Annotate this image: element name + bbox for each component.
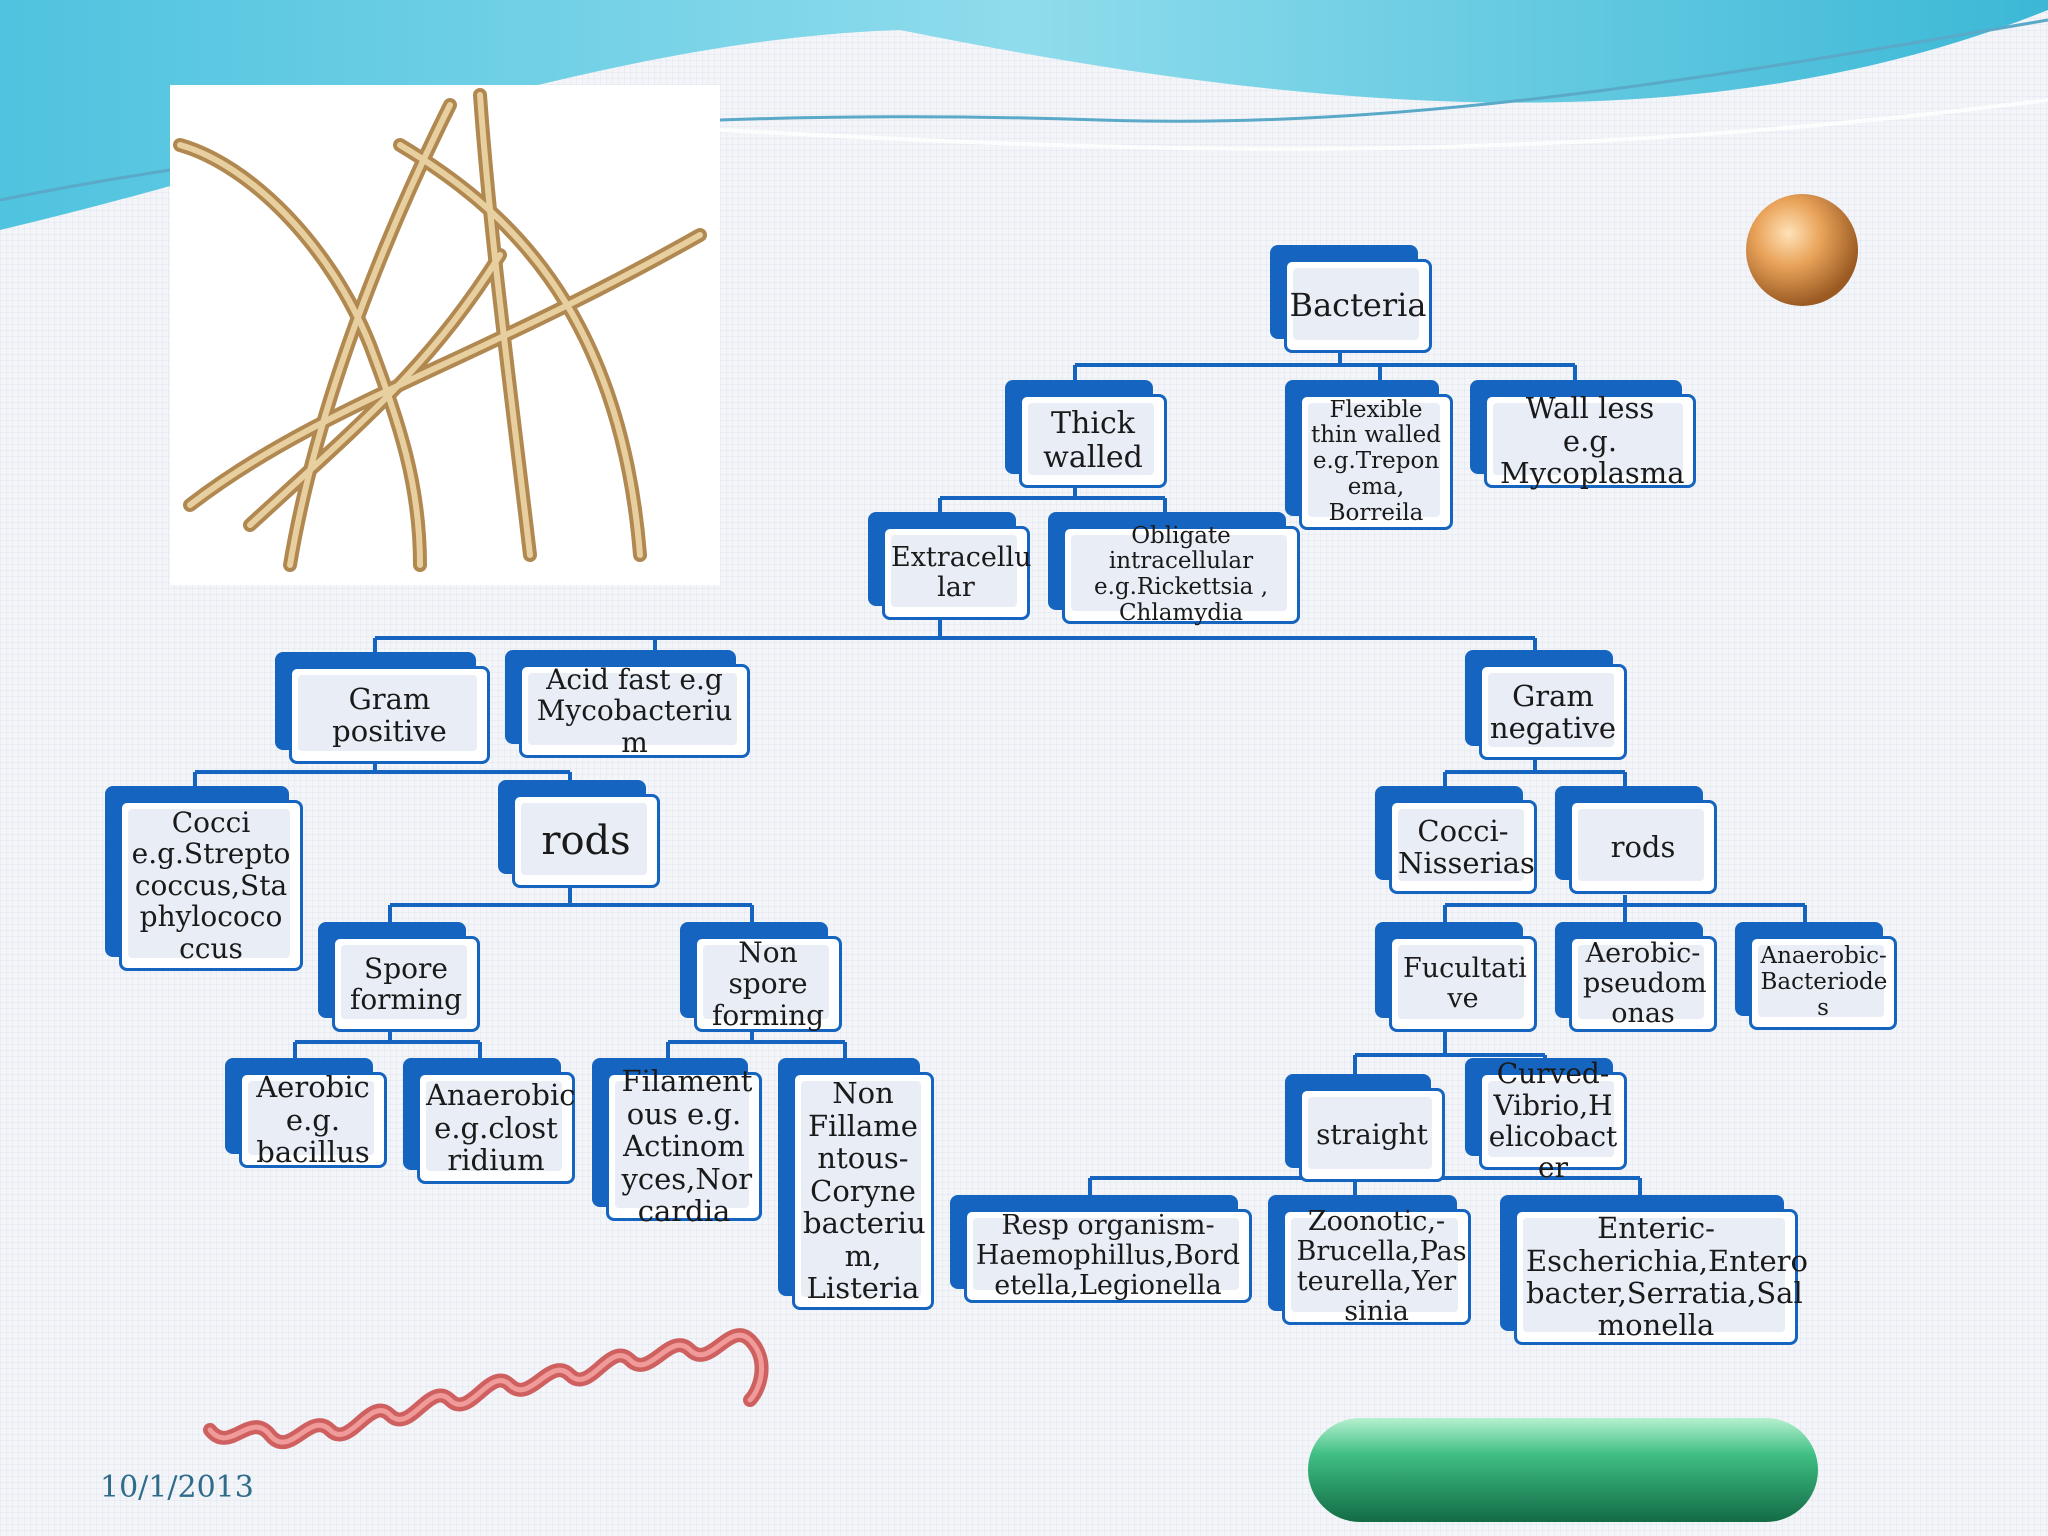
node-facultative: Fucultati ve <box>1375 922 1537 1032</box>
node-gram-negative-label: Gram negative <box>1489 678 1617 745</box>
node-bacteria-label: Bacteria <box>1289 286 1427 325</box>
node-aerobic-pseudomonas: Aerobic- pseudom onas <box>1555 922 1717 1032</box>
node-obligate-intracellular: Obligate intracellular e.g.Rickettsia , … <box>1048 512 1300 626</box>
node-zoonotic-label: Zoonotic,- Brucella,Pas teurella,Yer sin… <box>1296 1205 1467 1328</box>
node-gram-negative: Gram negative <box>1465 650 1627 760</box>
node-anaerobic-clostridium-label: Anaerobic e.g.clost ridium <box>426 1078 576 1178</box>
node-non-spore-forming-label: Non spore forming <box>711 935 825 1032</box>
node-straight-label: straight <box>1316 1118 1428 1152</box>
node-gp-rods-label: rods <box>541 817 631 864</box>
slide-date: 10/1/2013 <box>100 1470 254 1505</box>
node-gram-positive-label: Gram positive <box>332 681 447 748</box>
node-enteric: Enteric- Escherichia,Entero bacter,Serra… <box>1500 1195 1808 1345</box>
node-flexible-thin-walled: Flexible thin walled e.g.Trepon ema, Bor… <box>1285 380 1453 530</box>
node-gp-cocci-label: Cocci e.g.Strepto coccus,Sta phylococo c… <box>131 806 291 965</box>
node-resp-organism: Resp organism- Haemophillus,Bord etella,… <box>950 1195 1252 1303</box>
node-aerobic-bacillus: Aerobic e.g. bacillus <box>225 1058 387 1170</box>
node-spore-forming: Spore forming <box>318 922 480 1032</box>
node-spore-forming-label: Spore forming <box>349 951 463 1016</box>
node-zoonotic: Zoonotic,- Brucella,Pas teurella,Yer sin… <box>1268 1195 1471 1328</box>
node-bacteria: Bacteria <box>1270 245 1432 353</box>
coccus-sphere-image <box>1730 180 1870 320</box>
node-aerobic-bacillus-label: Aerobic e.g. bacillus <box>256 1070 370 1170</box>
node-gp-rods: rods <box>498 780 660 888</box>
node-acid-fast-label: Acid fast e.g Mycobacteriu m <box>536 662 733 759</box>
node-gn-rods: rods <box>1555 786 1717 894</box>
node-acid-fast: Acid fast e.g Mycobacteriu m <box>505 650 750 758</box>
rod-bacterium-image <box>1300 1410 1830 1530</box>
node-gn-cocci: Cocci- Nisserias <box>1375 786 1537 894</box>
node-extracellular: Extracellu lar <box>868 512 1032 620</box>
node-anaerobic-clostridium: Anaerobic e.g.clost ridium <box>403 1058 575 1184</box>
node-curved: Curved- Vibrio,H elicobact er <box>1465 1058 1627 1184</box>
node-wall-less: Wall less e.g. Mycoplasma <box>1470 380 1696 491</box>
node-thick-walled: Thick walled <box>1005 380 1167 488</box>
filamentous-bacteria-image <box>170 85 720 585</box>
node-aerobic-pseudomonas-label: Aerobic- pseudom onas <box>1583 937 1707 1030</box>
node-anaerobic-bacteroides-label: Anaerobic- Bacteriode s <box>1760 943 1888 1021</box>
node-non-spore-forming: Non spore forming <box>680 922 842 1032</box>
node-thick-walled-label: Thick walled <box>1043 406 1143 475</box>
node-filamentous-label: Filament ous e.g. Actinom yces,Nor cardi… <box>621 1064 753 1229</box>
node-anaerobic-bacteroides: Anaerobic- Bacteriode s <box>1735 922 1897 1030</box>
node-filamentous: Filament ous e.g. Actinom yces,Nor cardi… <box>592 1058 762 1227</box>
node-flexible-label: Flexible thin walled e.g.Trepon ema, Bor… <box>1311 396 1441 526</box>
node-resp-organism-label: Resp organism- Haemophillus,Bord etella,… <box>975 1209 1241 1302</box>
node-extracellular-label: Extracellu lar <box>891 541 1032 603</box>
node-non-filamentous-label: Non Fillame ntous- Coryne bacteriu m, Li… <box>803 1076 926 1306</box>
node-straight: straight <box>1285 1074 1445 1182</box>
node-facultative-label: Fucultati ve <box>1403 952 1527 1014</box>
node-gp-cocci: Cocci e.g.Strepto coccus,Sta phylococo c… <box>105 786 303 971</box>
node-non-filamentous: Non Fillame ntous- Coryne bacteriu m, Li… <box>778 1058 934 1310</box>
node-enteric-label: Enteric- Escherichia,Entero bacter,Serra… <box>1526 1211 1808 1343</box>
spirochete-image <box>190 1280 790 1480</box>
node-obligate-label: Obligate intracellular e.g.Rickettsia , … <box>1093 522 1269 626</box>
node-wall-less-label: Wall less e.g. Mycoplasma <box>1500 391 1685 491</box>
node-gn-cocci-label: Cocci- Nisserias <box>1398 813 1535 880</box>
node-gn-rods-label: rods <box>1610 829 1676 864</box>
node-curved-label: Curved- Vibrio,H elicobact er <box>1488 1057 1618 1185</box>
node-gram-positive: Gram positive <box>275 652 490 764</box>
